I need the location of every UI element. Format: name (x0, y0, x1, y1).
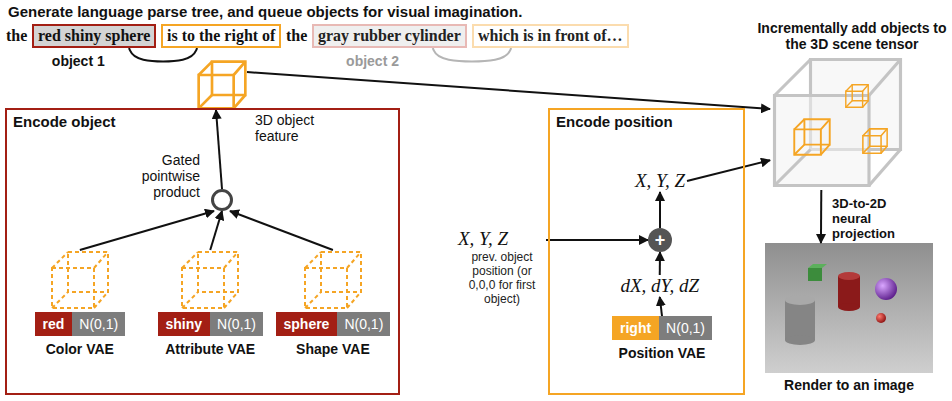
vae-word: red (35, 312, 73, 336)
render-image: Render to an image (765, 243, 933, 373)
vae-block: shinyN(0,1) Attribute VAE (158, 250, 263, 357)
flow-arrow (546, 239, 648, 241)
noise-sample: N(0,1) (210, 312, 263, 336)
vae-block: sphereN(0,1) Shape VAE (276, 250, 391, 357)
flow-arrow (247, 72, 770, 109)
gate-label: Gated pointwise product (108, 152, 200, 200)
render-caption: Render to an image (755, 377, 943, 393)
sentence-word: the (286, 24, 307, 48)
flow-arrow (230, 211, 333, 250)
coordinate-text: dX, dY, dZ (621, 275, 700, 297)
vae-input-bar: shinyN(0,1) (158, 312, 263, 336)
scene-tensor-cube (775, 60, 901, 186)
rendered-image (765, 243, 933, 373)
phrase-box: is to the right of (161, 24, 281, 48)
flow-arrow (80, 211, 214, 250)
coordinate-math: dX, dY, dZ (619, 275, 702, 297)
noise-sample: N(0,1) (72, 312, 125, 336)
vae-word: sphere (276, 312, 338, 336)
object-feature-cube (199, 62, 246, 109)
scene-object-cube (794, 119, 829, 154)
vae-input-bar: rightN(0,1) (612, 316, 712, 340)
vae-name: Color VAE (46, 341, 114, 357)
flow-arrow (210, 211, 222, 250)
noise-sample: N(0,1) (337, 312, 390, 336)
sum-circle: + (648, 228, 672, 252)
phrase-text: gray rubber cylinder (318, 27, 461, 45)
flow-arrow (659, 192, 661, 228)
phrase-box: gray rubber cylinder (312, 24, 467, 48)
shape-latent-cube (305, 252, 361, 308)
scene-heading: Incrementally add objects to the 3D scen… (757, 20, 947, 52)
parse-arc (433, 48, 511, 61)
object-label: object 2 (346, 53, 399, 69)
coordinate-math: X, Y, Z (458, 228, 546, 250)
vae-word: right (612, 316, 659, 340)
panel-title: Encode position (550, 110, 743, 133)
previous-position: X, Y, Zprev. object position (or 0,0,0 f… (458, 228, 546, 306)
feature-label: 3D object feature (255, 112, 350, 144)
phrase-box: which is in front of… (472, 24, 629, 48)
parse-arc (129, 48, 197, 61)
noise-sample: N(0,1) (659, 316, 712, 340)
phrase-text: which is in front of… (478, 27, 623, 45)
scene-object-cube (846, 85, 868, 107)
attribute-latent-cube (182, 252, 238, 308)
flow-arrow (820, 190, 822, 243)
vae-input-bar: redN(0,1) (35, 312, 126, 336)
vae-input-bar: sphereN(0,1) (276, 312, 391, 336)
flow-arrow (216, 110, 222, 189)
sentence-word: the (6, 24, 27, 48)
phrase-box: red shiny sphere (32, 24, 156, 48)
phrase-text: red shiny sphere (38, 27, 150, 45)
flow-arrow (660, 297, 662, 316)
vae-word: shiny (158, 312, 211, 336)
vae-block: redN(0,1) Color VAE (35, 250, 126, 357)
diagram-title: Generate language parse tree, and queue … (8, 3, 522, 20)
feature-cube: 3D object feature (197, 60, 247, 110)
coordinate-text: X, Y, Z (635, 170, 685, 192)
encoder-panel: Encode position X, Y, Z + dX, dY, dZ rightN(… (548, 108, 745, 395)
panel-title: Encode object (7, 110, 398, 133)
phrase-text: is to the right of (167, 27, 275, 45)
edge-label: 3D-to-2D neural projection (830, 195, 924, 242)
position-note: prev. object position (or 0,0,0 for firs… (458, 250, 546, 306)
flow-arrow (687, 160, 770, 181)
encoder-panel: Encode object3D object featureGated poin… (5, 108, 400, 395)
vae-name: Position VAE (619, 345, 706, 361)
object-label: object 1 (52, 53, 105, 69)
coordinate-math: X, Y, Z (633, 170, 687, 192)
color-latent-cube (52, 252, 108, 308)
plus-sign: + (655, 231, 666, 249)
scene-object-cube (863, 129, 887, 153)
vae-block: rightN(0,1) Position VAE (612, 316, 712, 361)
gated-product-circle: Gated pointwise product (211, 189, 233, 211)
vae-name: Shape VAE (296, 341, 370, 357)
scene-tensor: Incrementally add objects to the 3D scen… (770, 55, 905, 190)
flow-arrow (659, 252, 661, 275)
vae-name: Attribute VAE (165, 341, 255, 357)
